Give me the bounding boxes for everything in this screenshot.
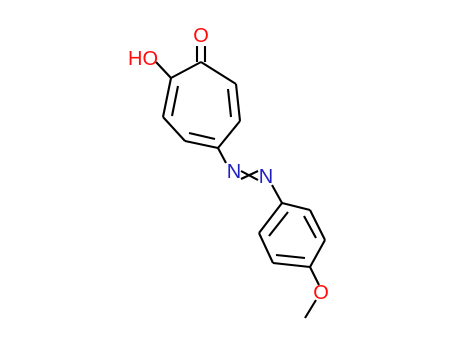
bond-o-ch3 (304, 299, 317, 319)
hydroxyl-label: HO (128, 48, 158, 70)
bond-n1-n2-b (240, 170, 259, 180)
bond-c6-c7-double (226, 88, 233, 118)
bond-c-o-methoxy (309, 266, 320, 286)
azo-nitrogen-1-label: N (227, 161, 241, 183)
bond-c7-c1 (200, 61, 237, 85)
bond-c5-c6 (217, 120, 241, 149)
bond-b5-b6-double (303, 215, 317, 239)
bond-b5-b6 (309, 209, 326, 241)
azo-nitrogen-2-label: N (259, 166, 273, 188)
methoxy-oxygen-label: O (313, 282, 329, 304)
bond-c2-c3-double (170, 85, 180, 117)
methoxy-group (304, 266, 320, 319)
carbonyl-group (195, 46, 207, 62)
bond-b3-b4 (272, 261, 311, 269)
bond-b6-b1 (281, 201, 311, 212)
azo-linkage (217, 147, 283, 204)
tropolone-ring (161, 61, 242, 150)
benzene-ring (258, 201, 326, 269)
bond-c1-c2 (170, 61, 202, 79)
bond-n2-c (271, 184, 283, 204)
carbonyl-oxygen-label: O (193, 25, 209, 47)
bond-c6-c7 (234, 83, 242, 122)
bond-c3-c4 (162, 116, 186, 142)
bond-b1-b2-double (268, 211, 289, 237)
bond-c2-c3 (161, 77, 173, 118)
bond-b4-b5 (309, 239, 326, 268)
bond-b2-b3 (258, 232, 274, 264)
bond-c4-c5-double (188, 131, 216, 141)
bond-c4-c5 (184, 139, 219, 150)
bond-hydroxyl (155, 61, 172, 79)
bond-b3-b4-double (275, 253, 306, 260)
bond-c5-n1 (217, 147, 227, 164)
bond-b1-b2 (258, 202, 283, 234)
